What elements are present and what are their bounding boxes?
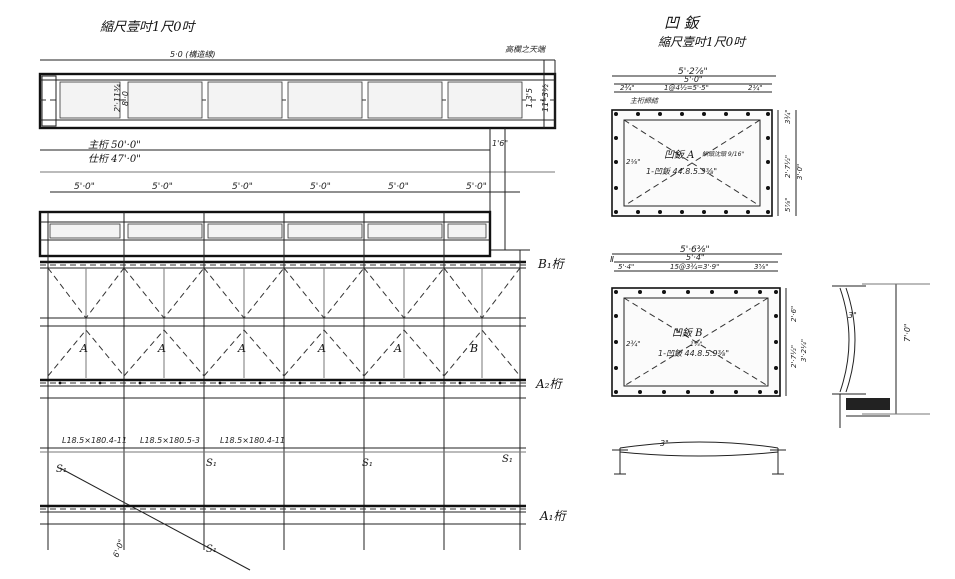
middle-rail	[38, 210, 492, 258]
angle-note: L18.5×180.5-3	[140, 436, 200, 445]
plate-b-label: 凹鈑 B	[672, 327, 703, 339]
plate-a-detail: 1-凹鈑 44.8.5.3⅜"	[646, 167, 717, 176]
girder-label-b1: B₁桁	[537, 257, 566, 271]
plate-b-edge-left: 5'·4"	[618, 263, 634, 271]
girder-label-a1: A₁桁	[539, 509, 567, 523]
plate-b-side-dim: 2'·6"	[790, 306, 798, 322]
plate-b-edge-right: 3⅝"	[754, 263, 768, 271]
left-vertical-dim-1: 2'·11¾	[113, 84, 122, 112]
upper-rail	[38, 60, 557, 130]
plate-a-edge-right: 2¼"	[748, 84, 762, 92]
angle-note: L18.5×180.4-11	[220, 436, 285, 445]
plate-b-rivet-dim: 15@3¾=3'·9"	[670, 263, 719, 271]
panel-label: A	[237, 342, 246, 355]
panel-label: A	[157, 342, 166, 355]
left-plan-drawing: 縮尺壹吋1尺0吋 5·0 (構造線) 高欄之天端 1.3'5 11'·3½ 2'…	[38, 20, 567, 571]
left-scale-note: 縮尺壹吋1尺0吋	[100, 20, 197, 35]
plate-b: 5'·6⅜" 5'·4" 5'·4" 15@3¾=3'·9" 3⅝" Ⅱ 凹鈑 …	[610, 245, 912, 397]
plate-a-corner-note: 主桁締結	[630, 97, 659, 105]
plate-a-sub-note: 鋲頭沈頭 9/16"	[702, 150, 744, 158]
bay-dim: 5'·0"	[466, 182, 487, 192]
top-center-label: 5·0 (構造線)	[170, 50, 216, 59]
plate-a: 5'·2⅞" 5'·0" 2¾" 1@4½=5'·5" 2¼" 主桁締結 凹鈑 …	[611, 67, 804, 217]
bay-dim: 5'·0"	[74, 182, 95, 192]
panel-label: A	[393, 342, 402, 355]
right-scale-note: 縮尺壹吋1尺0吋	[658, 35, 747, 49]
side-section: 3"	[832, 283, 930, 428]
plate-b-inner-dim: 5'·4"	[686, 253, 705, 262]
panel-label: A	[317, 342, 326, 355]
small-note: 1'6"	[492, 139, 508, 148]
bay-dim: 5'·0"	[232, 182, 253, 192]
right-vertical-dim-1: 1.3'5	[525, 88, 534, 108]
stringer-label: S₁	[206, 458, 217, 469]
stringer-label: S₁	[362, 458, 373, 469]
span-note-main: 主桁 50'·0"	[88, 139, 141, 151]
plate-a-side-dim: 2'·7½"	[784, 155, 792, 178]
span-note-sub: 仕桁 47'·0"	[88, 153, 141, 165]
plate-a-outer-dim: 5'·2⅞"	[678, 67, 708, 77]
plate-b-side-dim: 7'·0"	[903, 323, 912, 342]
plate-a-edge-left: 2¾"	[620, 84, 634, 92]
stringer-label: S₁	[502, 454, 513, 465]
right-vertical-dim-2: 11'·3½	[541, 84, 550, 112]
plate-b-sub-note: 1¼"	[690, 341, 703, 348]
plate-a-label: 凹鈑 A	[664, 149, 694, 161]
plate-a-side-dim: 3¾"	[784, 110, 792, 124]
plate-b-left-dim: 2¾"	[626, 340, 640, 348]
plate-b-outer-dim: 5'·6⅜"	[680, 245, 710, 255]
plate-title: 凹 鈑	[664, 14, 702, 32]
plate-b-top-tag: Ⅱ	[610, 255, 614, 264]
arc-note: 3"	[660, 439, 669, 448]
bay-dim: 5'·0"	[310, 182, 331, 192]
right-plate-drawing: 凹 鈑 縮尺壹吋1尺0吋 5'·2⅞" 5'·0" 2¾" 1@4½=5'·5"…	[610, 14, 930, 475]
bay-dimension-row: 5'·0" 5'·0" 5'·0" 5'·0" 5'·0" 5'·0"	[50, 182, 520, 193]
stringer-label: S₁	[56, 464, 67, 475]
girder-a2	[40, 378, 526, 387]
left-vertical-dim-2: 8'·0	[121, 91, 130, 106]
section-note: 3"	[848, 311, 857, 320]
plate-b-side-dim: 3'·2¼"	[800, 339, 808, 362]
panel-label: B	[469, 342, 478, 355]
plate-a-inner-dim: 5'·0"	[684, 75, 703, 84]
girder-label-a2: A₂桁	[535, 377, 563, 391]
bay-dim: 5'·0"	[152, 182, 173, 192]
plate-a-left-dim: 2⅛"	[626, 158, 640, 166]
panel-label: A	[79, 342, 88, 355]
bottom-section: 3"	[612, 439, 786, 475]
panel-braces	[47, 267, 521, 377]
plate-b-detail: 1-凹鈑 44.8.5.9⅜"	[658, 349, 729, 358]
plate-a-rivet-dim: 1@4½=5'·5"	[664, 84, 709, 92]
bay-dim: 5'·0"	[388, 182, 409, 192]
plate-b-side-dim: 2'·7½"	[790, 345, 798, 368]
girder-b1	[40, 260, 526, 269]
top-right-label: 高欄之天端	[505, 45, 546, 54]
girder-a1	[40, 504, 526, 513]
angle-note: L18.5×180.4-11	[62, 436, 127, 445]
plate-a-side-dim: 5⅞"	[784, 198, 792, 212]
plate-a-side-dim: 3'·0"	[796, 164, 804, 180]
